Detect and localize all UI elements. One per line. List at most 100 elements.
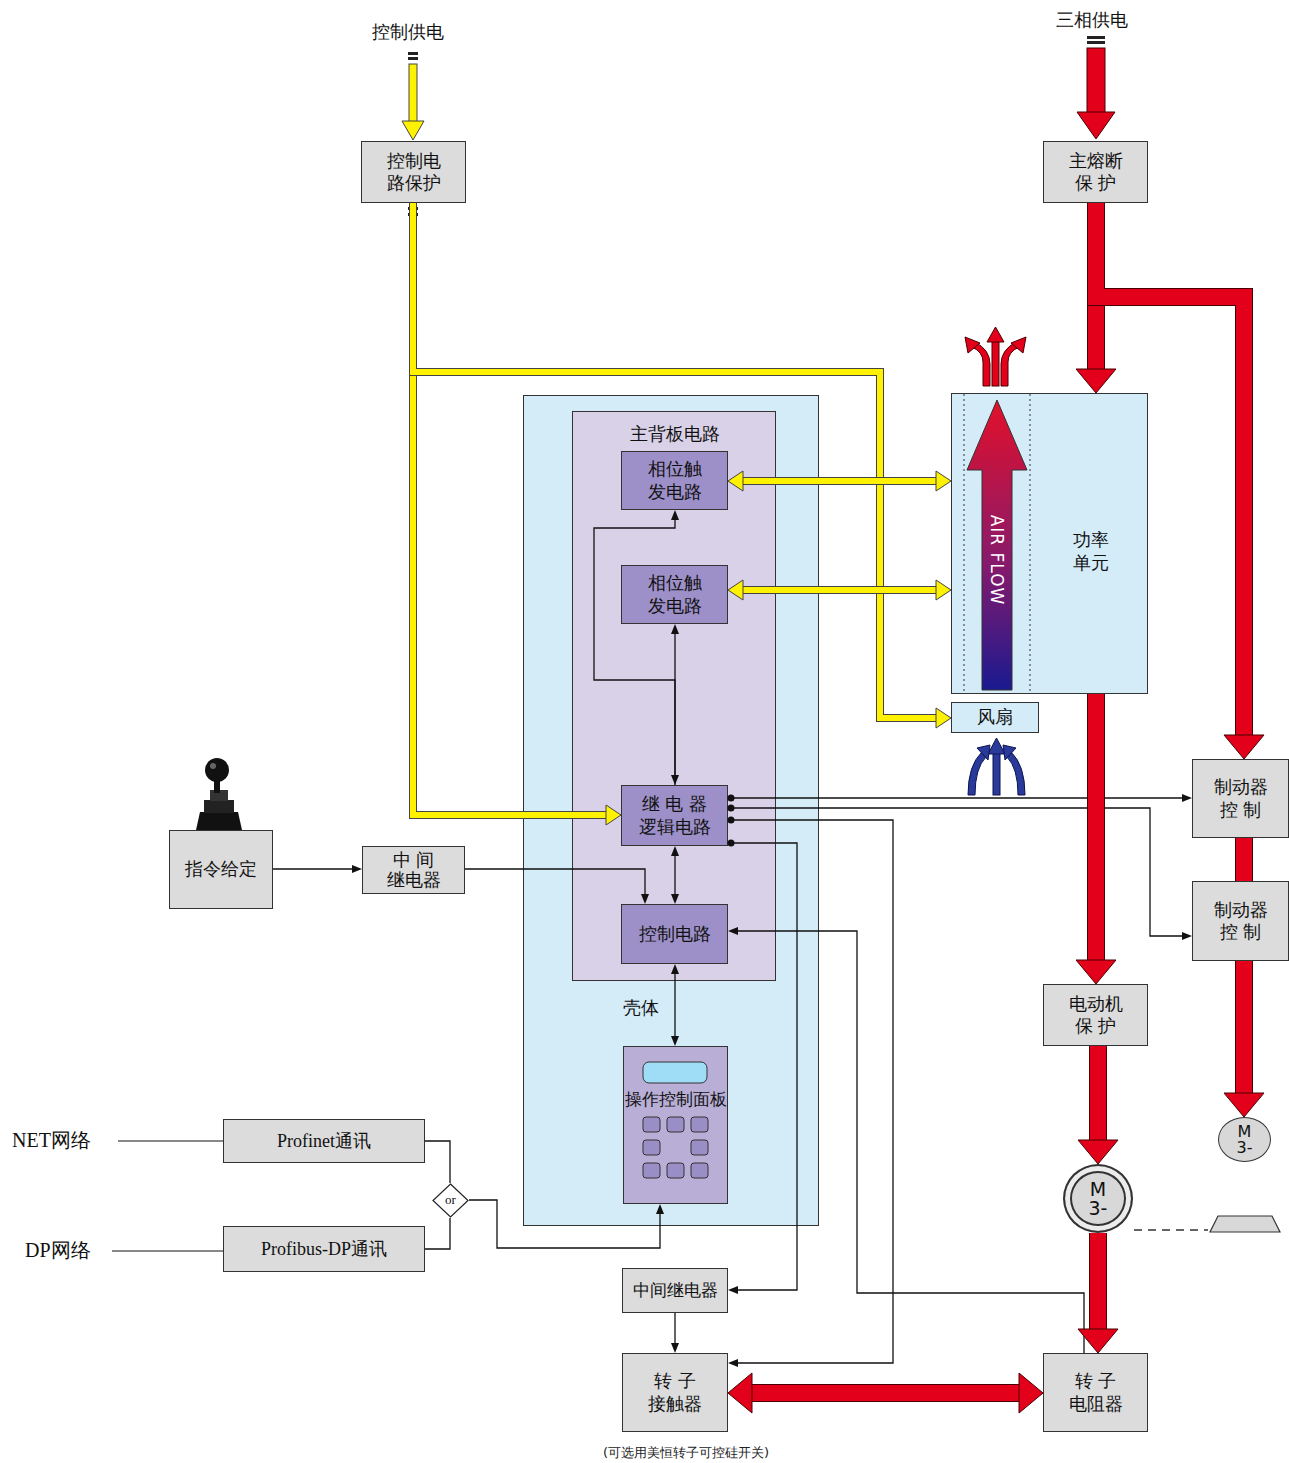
connector: [671, 1313, 679, 1353]
comm-box: Profinet通讯: [223, 1119, 425, 1163]
backplane: 主背板电路相位触 发电路相位触 发电路继 电 器 逻辑电路控制电路: [572, 411, 776, 981]
trigger-box: 相位触 发电路: [621, 451, 728, 510]
arrowhead: [936, 580, 951, 600]
connector-outline: [1235, 961, 1253, 1097]
node-label: 风扇: [977, 706, 1013, 729]
supply-arrow: [1077, 36, 1115, 217]
node-label: 控制电 路保护: [376, 150, 452, 195]
motor-protection-box: 电动机 保 护: [1043, 984, 1148, 1046]
node-label: M 3-: [1086, 1180, 1111, 1218]
connector-outline: [413, 203, 608, 815]
caption: (可选用美恒转子可控硅开关): [603, 1444, 769, 1462]
connector-line: [425, 1218, 450, 1249]
node-label: 壳体: [623, 997, 659, 1020]
connector-outline: [1089, 1233, 1107, 1333]
junction-dot: [728, 840, 735, 847]
arrowhead: [671, 624, 679, 634]
connector-line: [469, 1200, 660, 1248]
housing: 壳体主背板电路相位触 发电路相位触 发电路继 电 器 逻辑电路控制电路操作控制面…: [523, 395, 819, 1226]
connector-line: [1096, 203, 1244, 739]
arrowhead: [1182, 932, 1192, 940]
airflow-channel: [964, 394, 1030, 693]
supply-label: 三相供电: [1056, 8, 1128, 32]
node-label: 中间继电器: [633, 1280, 718, 1301]
arrowhead: [1076, 369, 1116, 393]
node-label: 指令给定: [185, 858, 257, 881]
arrowhead: [728, 580, 743, 600]
arrowhead: [728, 1286, 738, 1294]
node-label: 主背板电路: [630, 423, 720, 446]
connector-outline: [1235, 838, 1253, 881]
node-label: 制动器 控 制: [1203, 776, 1279, 821]
connector-line: [741, 478, 939, 484]
arrowhead: [1224, 735, 1264, 759]
connector-line: [748, 1385, 1022, 1401]
node-label: Profibus-DP通讯: [261, 1238, 387, 1261]
arrowhead: [1076, 960, 1116, 984]
connector: [728, 805, 1193, 941]
arrowhead: [641, 894, 649, 904]
network-label: DP网络: [25, 1237, 91, 1264]
exhaust-arrows: [965, 327, 1026, 386]
connector-outline: [741, 586, 939, 594]
connector: [469, 1200, 664, 1248]
connector: [425, 1141, 450, 1183]
connector-line: [728, 843, 797, 1290]
connector-line: [728, 797, 1184, 798]
network-label: NET网络: [12, 1127, 91, 1154]
network-line: [112, 1250, 223, 1251]
node-label: 主熔断 保 护: [1058, 150, 1134, 195]
connector-line: [413, 203, 938, 718]
arrowhead: [728, 927, 738, 935]
command-box: 指令给定: [169, 830, 273, 909]
joystick: [196, 758, 242, 830]
connector-line: [674, 633, 675, 777]
node-label: 相位触 发电路: [637, 458, 713, 503]
connector-line: [273, 868, 354, 869]
connector-line: [728, 808, 1184, 936]
trigger-box: 相位触 发电路: [621, 565, 728, 624]
connector-outline: [1087, 203, 1105, 373]
fan-box: 风扇: [951, 702, 1039, 733]
arrowhead: [671, 964, 679, 974]
arrowhead: [671, 775, 679, 785]
connector: [1096, 203, 1264, 759]
junction-dot: [728, 817, 735, 824]
supply-label: 控制供电: [372, 20, 444, 44]
node-label: M 3-: [1234, 1124, 1255, 1156]
brake-control-box: 制动器 控 制: [1192, 759, 1289, 838]
fuse-box: 主熔断 保 护: [1043, 141, 1148, 203]
arrowhead: [1078, 1329, 1118, 1353]
connector-line: [1236, 961, 1252, 1097]
connector-line: [674, 1313, 675, 1345]
arrowhead: [1224, 1093, 1264, 1117]
arrowhead: [671, 510, 679, 520]
operator-panel: 操作控制面板: [623, 1046, 728, 1204]
junction-dot: [728, 795, 735, 802]
connector: [728, 471, 951, 491]
decision-diamond: or: [432, 1183, 469, 1218]
connector-line: [674, 855, 675, 896]
node-label: 转 子 电阻器: [1058, 1370, 1134, 1415]
connector-line: [594, 519, 675, 786]
connector: [1078, 1046, 1118, 1164]
connector: [1076, 203, 1116, 393]
connector: [728, 817, 894, 1368]
connector: [728, 1373, 1043, 1413]
relay-box: 中间继电器: [622, 1268, 728, 1313]
resistor-box: 转 子 电阻器: [1043, 1353, 1148, 1432]
connector-line: [1090, 1233, 1106, 1333]
connector-line: [1236, 838, 1252, 881]
node-label: or: [445, 1192, 456, 1208]
arrowhead: [656, 1204, 664, 1214]
connector: [594, 510, 679, 785]
connector: [1078, 1233, 1118, 1353]
relay-logic-box: 继 电 器 逻辑电路: [621, 785, 728, 846]
comm-box: Profibus-DP通讯: [223, 1226, 425, 1272]
node-label: 转 子 接触器: [637, 1370, 713, 1415]
arrowhead: [728, 471, 743, 491]
node-label: 中 间 继电器: [376, 850, 452, 890]
